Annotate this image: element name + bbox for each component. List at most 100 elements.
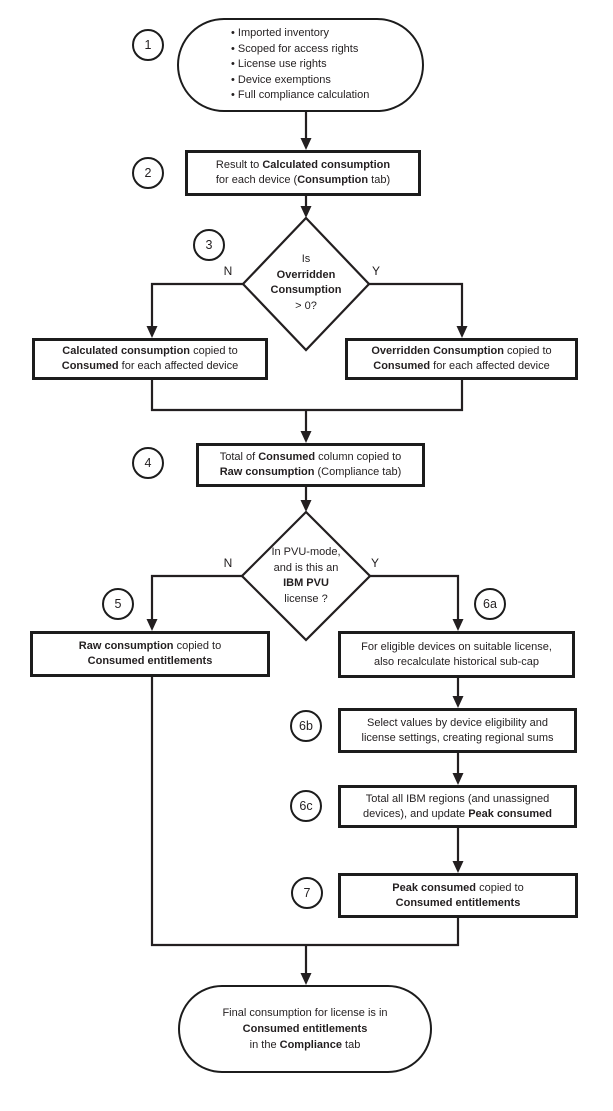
arrowhead bbox=[300, 500, 312, 512]
bullet-item: • Full compliance calculation bbox=[231, 89, 370, 102]
bullet-item: • License use rights bbox=[231, 58, 327, 71]
yes-branch-label: Y bbox=[370, 556, 380, 570]
connector-merge-to-end bbox=[150, 677, 460, 974]
txt: devices), and update bbox=[363, 807, 469, 820]
arrowhead bbox=[452, 696, 464, 708]
arrowhead bbox=[300, 138, 312, 150]
start-node: • Imported inventory • Scoped for access… bbox=[177, 18, 424, 112]
text-line: Total all IBM regions (and unassigned bbox=[365, 792, 550, 805]
text-line: Overridden bbox=[236, 268, 376, 284]
yes-branch-label: Y bbox=[371, 264, 381, 278]
text-line: Result to Calculated consumption bbox=[216, 158, 390, 173]
txt: copied to bbox=[190, 345, 238, 357]
arrowhead bbox=[452, 773, 464, 785]
bullet-item: • Device exemptions bbox=[231, 73, 331, 86]
txt: Total of bbox=[219, 451, 259, 463]
process-box-copy-calculated: Calculated consumption copied to Consume… bbox=[32, 338, 268, 380]
text-line: Consumed for each affected device bbox=[62, 359, 239, 374]
step-badge-4: 4 bbox=[132, 447, 164, 479]
text-line: devices), and update Peak consumed bbox=[363, 807, 552, 822]
txt: for each affected device bbox=[430, 360, 550, 372]
txt: column copied to bbox=[315, 451, 402, 463]
txt-bold: Overridden bbox=[276, 268, 336, 281]
text-line: Peak consumed copied to bbox=[392, 881, 523, 896]
process-box-copy-overridden: Overridden Consumption copied to Consume… bbox=[345, 338, 578, 380]
process-box-raw-consumption: Total of Consumed column copied to Raw c… bbox=[196, 443, 425, 487]
connector-pvu-no bbox=[150, 574, 242, 620]
text-line: In PVU-mode, bbox=[271, 546, 341, 558]
txt-bold: Calculated consumption bbox=[262, 159, 391, 171]
txt-bold: Consumption bbox=[297, 174, 369, 186]
text-line: Consumed for each affected device bbox=[373, 359, 550, 374]
step-badge-6a: 6a bbox=[474, 588, 506, 620]
process-box-select-values: Select values by device eligibility and … bbox=[338, 708, 577, 753]
step-badge-6b: 6b bbox=[290, 710, 322, 742]
connector-decision3-yes bbox=[369, 282, 464, 327]
arrowhead bbox=[300, 206, 312, 218]
arrowhead bbox=[452, 619, 464, 631]
txt-bold: Peak consumed bbox=[392, 881, 477, 894]
text-line: Consumed entitlements bbox=[88, 654, 213, 669]
txt-bold: Raw consumption bbox=[219, 466, 315, 478]
txt-bold: Overridden Consumption bbox=[371, 345, 504, 357]
text-line: For eligible devices on suitable license… bbox=[361, 640, 552, 653]
text-line: IBM PVU bbox=[236, 576, 376, 592]
text-line: Total of Consumed column copied to bbox=[220, 450, 402, 465]
step-badge-2: 2 bbox=[132, 157, 164, 189]
txt-bold: Consumed entitlements bbox=[87, 655, 213, 667]
step-badge-5: 5 bbox=[102, 588, 134, 620]
txt-bold: Consumed entitlements bbox=[395, 896, 521, 909]
text-line: > 0? bbox=[295, 299, 317, 312]
arrowhead bbox=[146, 326, 158, 338]
txt: copied to bbox=[476, 881, 524, 894]
step-badge-1: 1 bbox=[132, 29, 164, 61]
text-line: and is this an bbox=[273, 561, 339, 574]
arrowhead bbox=[300, 973, 312, 985]
decision-pvu-text: In PVU-mode, and is this an IBM PVU lice… bbox=[236, 545, 376, 607]
txt-bold: Consumed entitlements bbox=[242, 1023, 368, 1035]
txt-bold: Compliance bbox=[279, 1039, 342, 1051]
text-line: for each device (Consumption tab) bbox=[216, 173, 390, 188]
process-box-peak-consumed: Peak consumed copied to Consumed entitle… bbox=[338, 873, 578, 918]
process-box-eligible-devices: For eligible devices on suitable license… bbox=[338, 631, 575, 678]
txt: Result to bbox=[215, 159, 263, 171]
arrowhead bbox=[300, 431, 312, 443]
text-line: Consumed entitlements bbox=[180, 1021, 430, 1037]
text-line: Raw consumption (Compliance tab) bbox=[220, 465, 402, 480]
text-line: Overridden Consumption copied to bbox=[371, 344, 551, 359]
step-badge-6c: 6c bbox=[290, 790, 322, 822]
txt: copied to bbox=[173, 640, 222, 652]
text-line: Calculated consumption copied to bbox=[62, 344, 237, 359]
bullet-item: • Imported inventory bbox=[231, 27, 330, 40]
connector-decision3-no bbox=[150, 282, 243, 327]
connector-merge-to-step4 bbox=[150, 380, 464, 432]
txt-bold: Consumed bbox=[258, 451, 316, 463]
no-branch-label: N bbox=[223, 264, 233, 278]
txt-bold: Consumed bbox=[373, 360, 431, 372]
text-line: Raw consumption copied to bbox=[79, 639, 221, 654]
step-badge-3: 3 bbox=[193, 229, 225, 261]
bullet-item: • Scoped for access rights bbox=[231, 42, 359, 55]
decision-diamond-pvu bbox=[240, 510, 372, 642]
text-line: also recalculate historical sub-cap bbox=[373, 655, 540, 668]
end-node: Final consumption for license is in Cons… bbox=[178, 985, 432, 1073]
text-line: license ? bbox=[284, 592, 328, 605]
connector-pvu-yes bbox=[370, 574, 460, 620]
decision-overridden-text: Is Overridden Consumption > 0? bbox=[236, 252, 376, 314]
txt: (Compliance tab) bbox=[314, 466, 402, 478]
txt: for each affected device bbox=[118, 360, 239, 372]
text-line: in the Compliance tab bbox=[180, 1037, 430, 1053]
arrowhead bbox=[146, 619, 158, 631]
text-line: Final consumption for license is in bbox=[222, 1007, 388, 1019]
txt-bold: Consumed bbox=[61, 360, 119, 372]
txt-bold: Consumption bbox=[270, 284, 342, 296]
process-box-total-regions: Total all IBM regions (and unassigned de… bbox=[338, 785, 577, 828]
txt: tab) bbox=[368, 174, 391, 186]
txt-bold: Raw consumption bbox=[78, 640, 174, 652]
arrowhead bbox=[456, 326, 468, 338]
process-box-result-calculated: Result to Calculated consumption for eac… bbox=[185, 150, 421, 196]
txt: tab bbox=[341, 1039, 361, 1051]
txt: copied to bbox=[503, 345, 552, 357]
